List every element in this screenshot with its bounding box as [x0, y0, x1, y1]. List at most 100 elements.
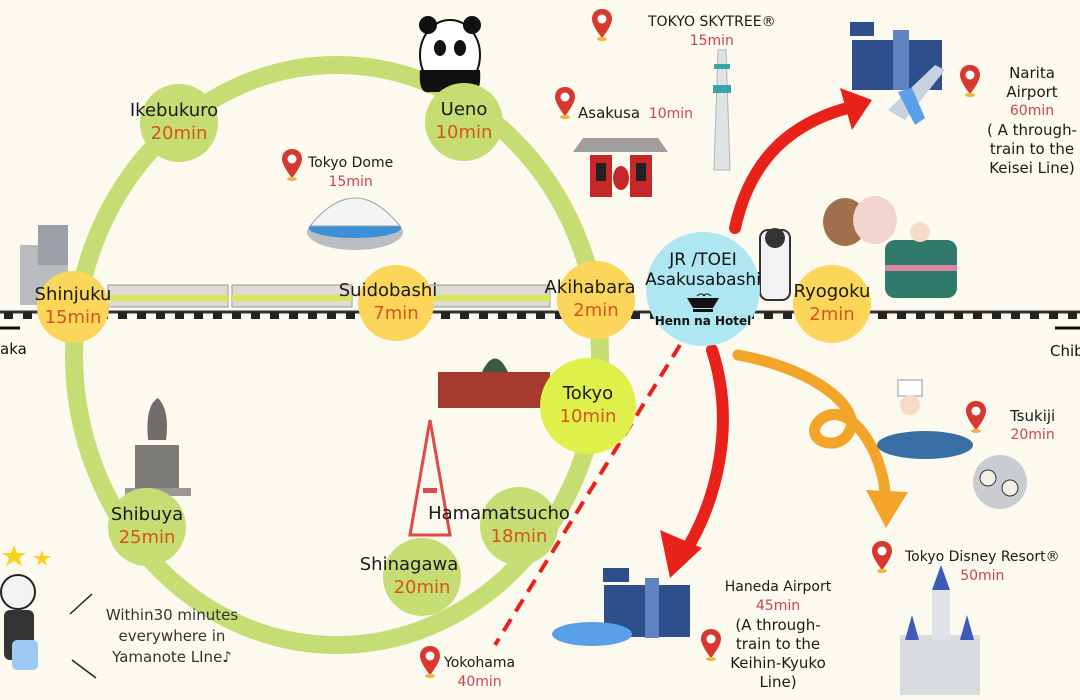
station-ueno[interactable]: Ueno 10min	[425, 83, 503, 161]
station-time: 25min	[118, 527, 176, 548]
sushi-plate-illustration	[973, 455, 1027, 509]
hotel-station[interactable]: JR /TOEI Asakusabashi Henn na Hotel	[645, 232, 761, 346]
callout-line1: Within30 minutes	[105, 606, 239, 624]
hotel-station-name: Asakusabashi	[645, 270, 761, 290]
poi-note-line3: Keisei Line)	[989, 159, 1075, 177]
hachiko-statue-illustration	[125, 398, 191, 496]
rail-tie	[156, 312, 165, 319]
poi-yokohama[interactable]: Yokohama 40min	[444, 654, 515, 692]
callout-line3: Yamanote LIne♪	[112, 648, 232, 666]
poi-name: Tsukiji	[1010, 407, 1056, 425]
yamanote-callout: Within30 minutes everywhere in Yamanote …	[92, 605, 252, 668]
poi-tokyo-disney-resort[interactable]: Tokyo Disney Resort® 50min	[905, 548, 1060, 586]
poi-tsukiji[interactable]: Tsukiji 20min	[1010, 407, 1055, 445]
railway-track	[0, 310, 1080, 319]
map-pin-icon	[966, 401, 986, 433]
castle-illustration	[900, 565, 980, 695]
rail-tie	[916, 312, 925, 319]
hotel-line-label: JR /TOEI	[669, 250, 737, 270]
hotel-name: Henn na Hotel	[654, 314, 752, 328]
map-pin-icon	[960, 65, 980, 97]
train-illustration	[107, 284, 551, 308]
arrow-head-narita	[840, 88, 872, 130]
station-tokyo[interactable]: Tokyo 10min	[540, 358, 636, 454]
rail-tie	[460, 312, 469, 319]
rail-tie	[1068, 312, 1077, 319]
west-terminus-label: aka	[0, 340, 27, 358]
haneda-airport-illustration	[552, 568, 690, 646]
poi-note-line1: (A through-	[735, 616, 821, 634]
rail-tie	[764, 312, 773, 319]
arrow-head-disney	[866, 490, 908, 528]
poi-time: 15min	[328, 174, 373, 190]
poi-name: Tokyo Dome	[308, 155, 394, 171]
rail-tie	[1049, 312, 1058, 319]
poi-time: 15min	[689, 33, 734, 49]
rail-tie	[232, 312, 241, 319]
callout-tick-bottom	[71, 659, 97, 679]
rail-tie	[479, 312, 488, 319]
poi-name-line2: Airport	[1006, 83, 1058, 101]
rail-tie	[175, 312, 184, 319]
poi-haneda-airport[interactable]: Haneda Airport 45min (A through- train t…	[722, 578, 834, 692]
station-name: Ikebukuro	[129, 100, 219, 121]
station-time: 20min	[393, 577, 451, 598]
map-pin-icon	[555, 87, 575, 119]
rail-tie	[137, 312, 146, 319]
station-shinagawa[interactable]: Shinagawa 20min	[360, 538, 461, 616]
arrow-to-disney	[732, 349, 891, 516]
station-hamamatsucho[interactable]: Hamamatsucho 18min	[428, 487, 570, 565]
station-name: Akihabara	[544, 277, 636, 298]
station-name: Tokyo	[562, 383, 614, 404]
rail-tie	[973, 312, 982, 319]
poi-time: 10min	[648, 106, 694, 122]
map-pin-icon	[872, 541, 892, 573]
rail-tie	[1030, 312, 1039, 319]
poi-note-line2: train to the	[989, 140, 1075, 158]
rail-tie	[118, 312, 127, 319]
station-ryogoku[interactable]: Ryogoku 2min	[793, 265, 871, 343]
rail-tie	[536, 312, 545, 319]
poi-tokyo-dome[interactable]: Tokyo Dome 15min	[308, 154, 393, 192]
robot-mascot-illustration	[0, 574, 38, 670]
station-ikebukuro[interactable]: Ikebukuro 20min	[130, 84, 218, 162]
arrow-to-haneda	[674, 344, 729, 566]
poi-asakusa[interactable]: Asakusa 10min	[578, 104, 693, 124]
sushi-chef-illustration	[877, 379, 973, 459]
poi-note-line1: ( A through-	[987, 121, 1077, 139]
callout-tick-top	[69, 593, 93, 615]
rail-tie	[23, 312, 32, 319]
station-name: Ryogoku	[793, 281, 871, 302]
poi-time: 50min	[960, 568, 1005, 584]
station-time: 20min	[150, 123, 208, 144]
rail-tie	[878, 312, 887, 319]
tokyo-dome-illustration	[307, 197, 403, 250]
poi-name: TOKYO SKYTREE®	[648, 14, 776, 30]
rail-tie	[213, 312, 222, 319]
rail-tie	[1011, 312, 1020, 319]
rail-tie	[897, 312, 906, 319]
poi-skytree[interactable]: TOKYO SKYTREE® 15min	[648, 13, 776, 51]
rail-tie	[251, 312, 260, 319]
station-name: Shinjuku	[34, 284, 112, 305]
map-pin-icon	[420, 646, 440, 678]
poi-narita-airport[interactable]: Narita Airport 60min ( A through- train …	[984, 64, 1080, 178]
station-name: Shibuya	[110, 504, 184, 525]
rail-tie	[327, 312, 336, 319]
station-akihabara[interactable]: Akihabara 2min	[544, 261, 636, 339]
poi-time: 40min	[457, 674, 502, 690]
station-shibuya[interactable]: Shibuya 25min	[108, 488, 186, 566]
station-name: Hamamatsucho	[428, 503, 570, 524]
tokyo-station-illustration	[438, 358, 550, 408]
station-name: Suidobashi	[338, 280, 438, 301]
station-shinjuku[interactable]: Shinjuku 15min	[34, 271, 112, 343]
station-time: 2min	[809, 304, 855, 325]
yamanote-line-loop	[65, 56, 609, 654]
rail-tie	[194, 312, 203, 319]
rail-tie	[935, 312, 944, 319]
poi-name: Haneda Airport	[724, 579, 832, 595]
poi-name: Asakusa	[578, 104, 641, 122]
poi-name: Tokyo Disney Resort®	[905, 549, 1060, 565]
station-name: Shinagawa	[359, 554, 459, 575]
station-suidobashi[interactable]: Suidobashi 7min	[339, 265, 437, 341]
